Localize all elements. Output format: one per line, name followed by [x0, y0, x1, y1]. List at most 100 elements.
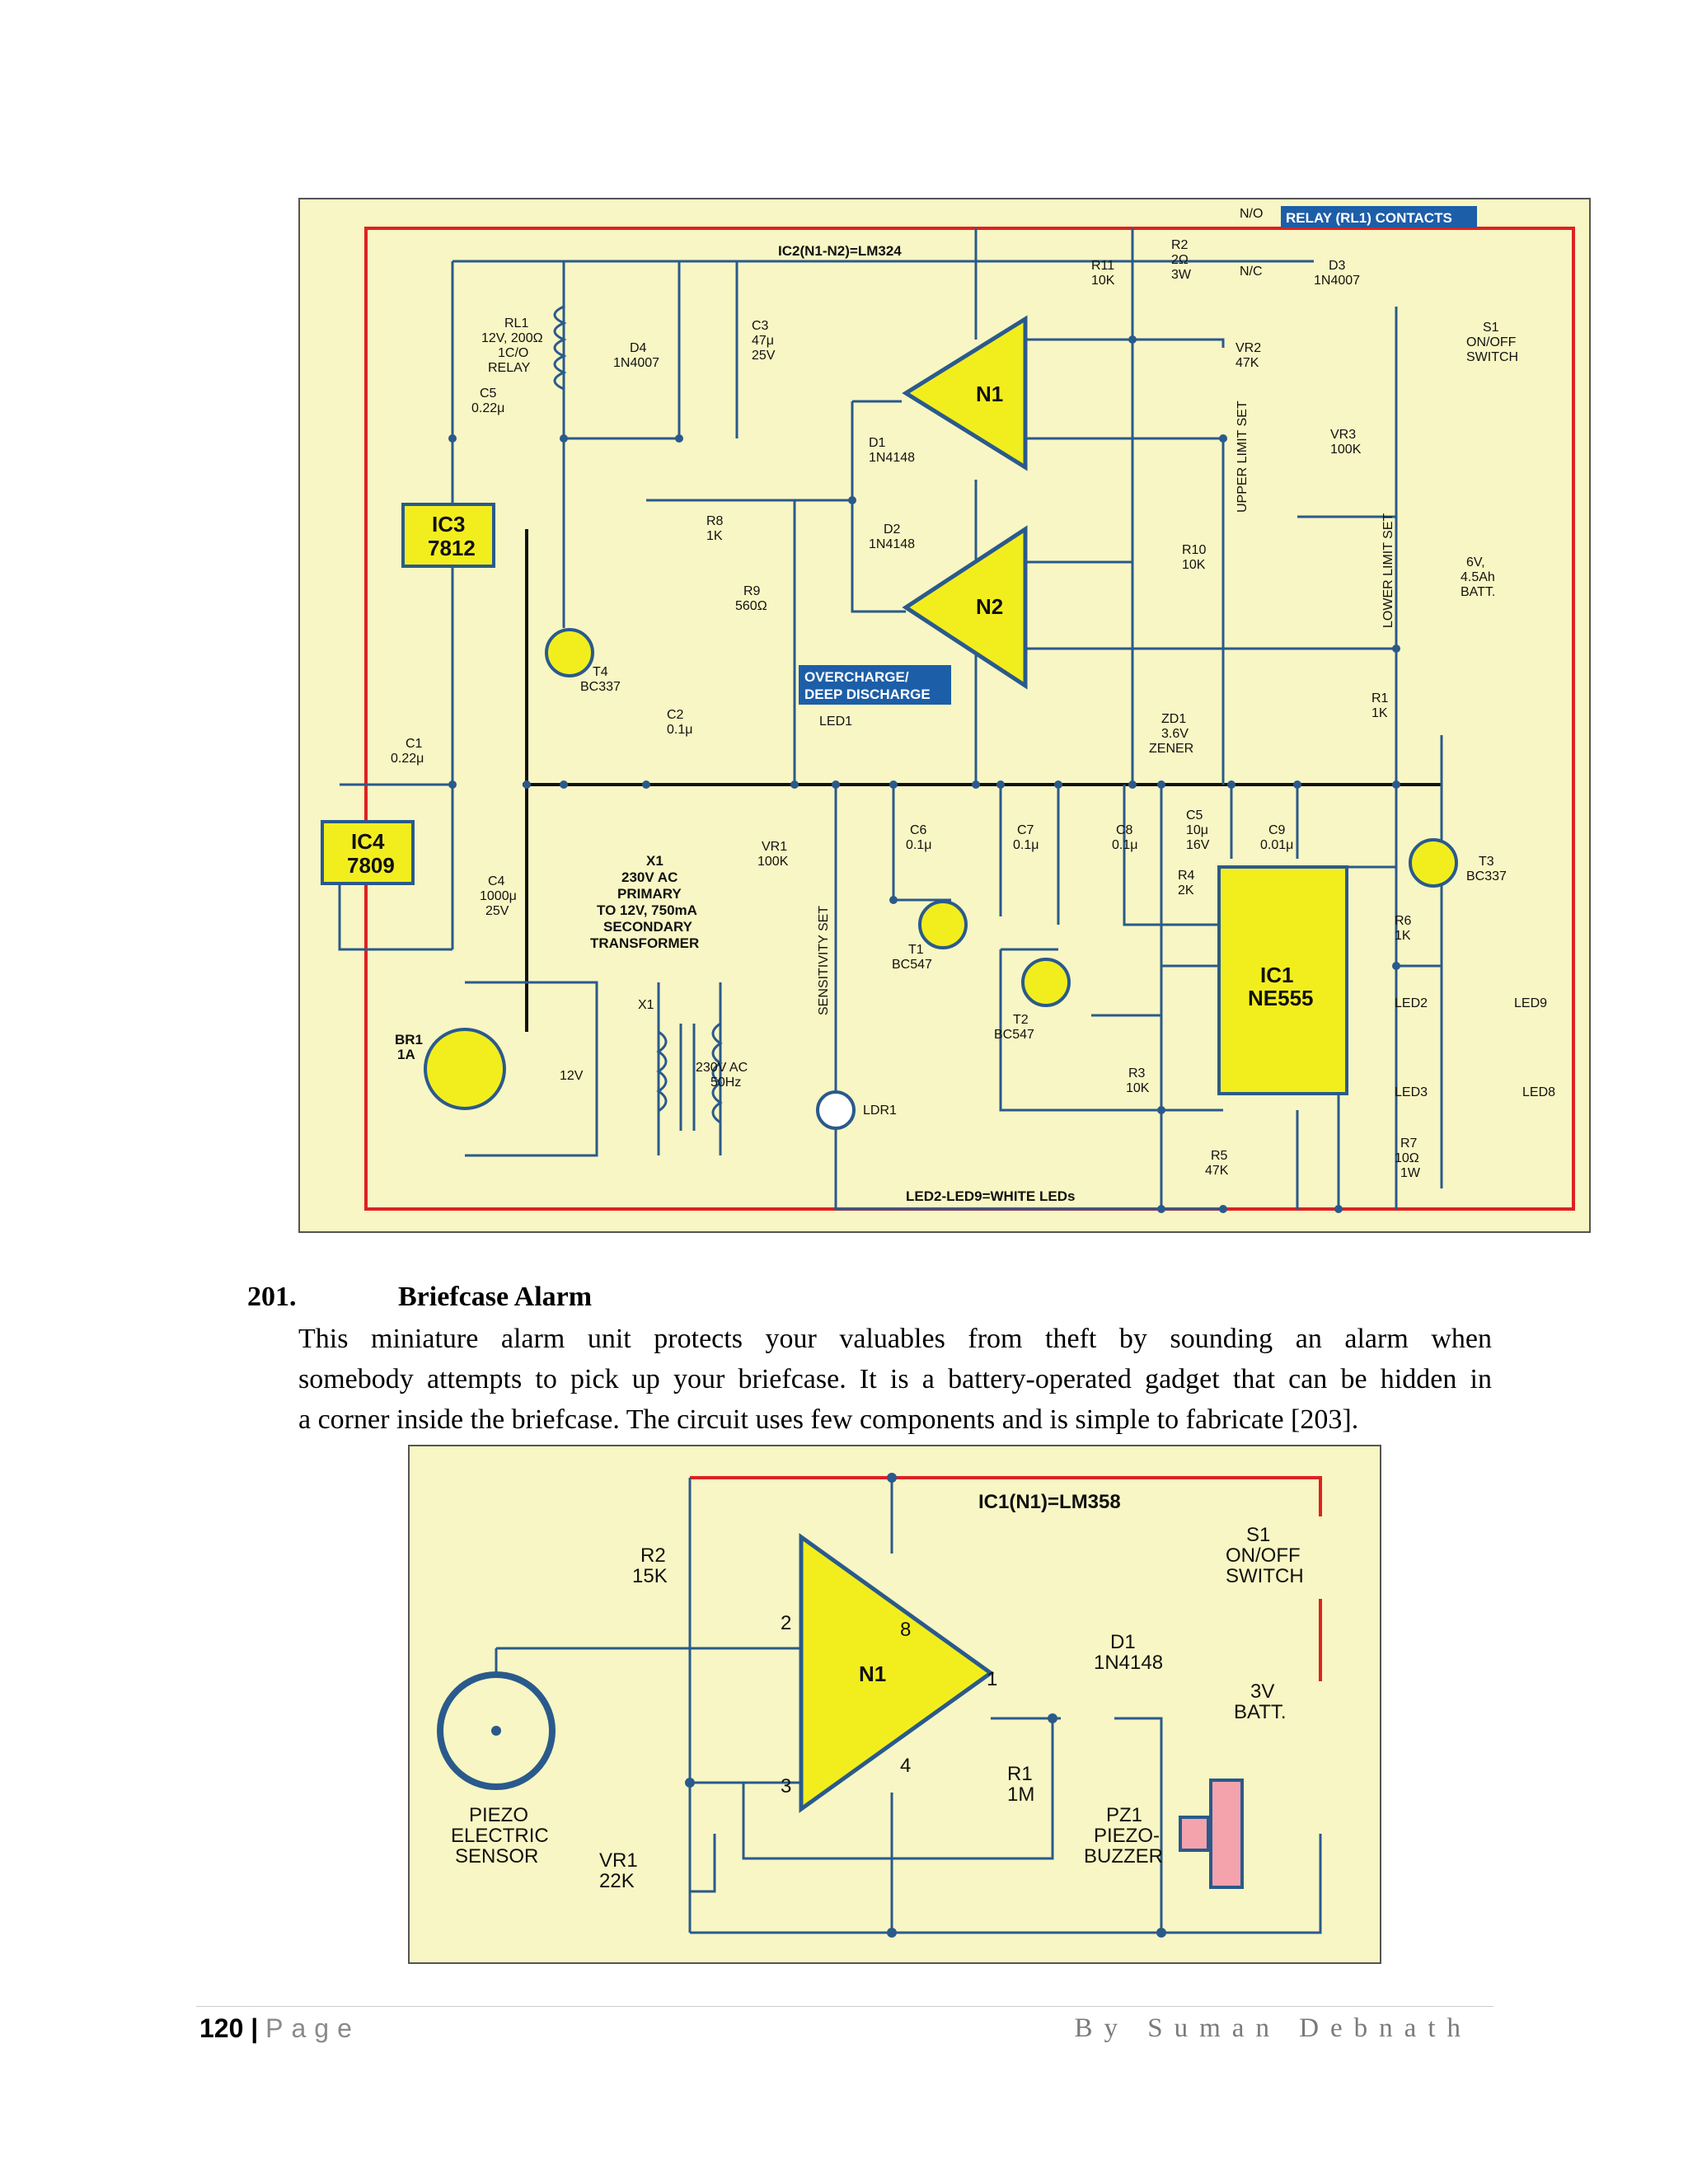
component-labels-2: IC1(N1)=LM358 R2 15K S1 ON/OFF SWITCH D1…: [451, 1491, 1304, 1892]
c5a-label: C5: [480, 387, 497, 401]
relay-contacts-text: RELAY (RL1) CONTACTS: [1286, 210, 1452, 226]
ic1-body: [1217, 865, 1348, 1095]
c8-label: C8: [1116, 823, 1133, 837]
x1-note-3: PRIMARY: [617, 886, 682, 902]
r5-label: R5: [1211, 1149, 1228, 1163]
ic3-part: 7812: [428, 536, 476, 560]
c3-value: 47μ: [752, 334, 774, 348]
footer-page-info: 120 | Page: [199, 2013, 360, 2044]
d2-label: D2: [884, 523, 901, 537]
relay-nc: N/C: [1240, 265, 1263, 279]
circuit-1-svg: N1 N2 IC3 7812 IC4 7809 IC1 NE555 RELAY …: [321, 206, 1575, 1213]
t4-part: BC337: [580, 680, 621, 694]
relay-coil: [553, 305, 567, 391]
ic2-note: IC2(N1-N2)=LM324: [778, 243, 902, 259]
r6-label: R6: [1395, 914, 1412, 928]
r2b-label: R2: [640, 1544, 666, 1567]
r4-value: 2K: [1178, 883, 1194, 898]
opamp-n1: [902, 315, 1028, 471]
buzzer-icon: [1209, 1779, 1244, 1889]
label-n2: N2: [976, 594, 1003, 619]
component-labels: IC2(N1-N2)=LM324 N/O N/C R2 2Ω 3W D3 1N4…: [391, 207, 1555, 1204]
ic4-body: [321, 820, 415, 885]
ic3-name: IC3: [432, 512, 465, 537]
opamp-n2: [902, 525, 1028, 690]
r7-value: 10Ω: [1395, 1151, 1419, 1165]
transistor-t4: [545, 628, 594, 677]
pin-2: 2: [781, 1612, 791, 1634]
led1-label: LED1: [819, 715, 852, 729]
section-paragraph: This miniature alarm unit protects your …: [298, 1319, 1492, 1440]
t4-label: T4: [593, 665, 608, 679]
rl1-relay: RELAY: [488, 361, 531, 375]
deep-discharge-text: DEEP DISCHARGE: [804, 687, 931, 702]
r2-rating: 3W: [1171, 268, 1192, 282]
led2-label: LED2: [1395, 996, 1428, 1010]
led3-label: LED3: [1395, 1085, 1428, 1099]
r8-label: R8: [706, 514, 724, 528]
r4-label: R4: [1178, 869, 1195, 883]
c4-label: C4: [488, 874, 505, 888]
sensor-center: [491, 1726, 501, 1736]
c5b-rating: 16V: [1186, 838, 1210, 852]
page-number: 120: [199, 2013, 244, 2043]
mains-volt: 230V AC: [696, 1061, 748, 1075]
ldr1-icon: [816, 1090, 856, 1130]
circuit-2-svg: N1 IC1(N1)=LM358 R2 15K S1 ON/OFF SWITCH…: [437, 1473, 1322, 1938]
d3-label: D3: [1329, 259, 1346, 273]
led8-label: LED8: [1522, 1085, 1555, 1099]
zd1-label: ZD1: [1161, 712, 1186, 726]
mains-freq: 50Hz: [710, 1076, 741, 1090]
c3-label: C3: [752, 319, 769, 333]
x1-note-2: 230V AC: [621, 869, 678, 885]
c5a-value: 0.22μ: [471, 401, 504, 415]
t2-part: BC547: [994, 1028, 1034, 1042]
section-heading: 201.Briefcase Alarm: [247, 1282, 592, 1313]
sensor-line-1: PIEZO: [469, 1804, 528, 1826]
d4-label: D4: [630, 341, 647, 355]
t1-label: T1: [908, 943, 924, 957]
sensor-line-3: SENSOR: [455, 1845, 538, 1868]
br1-value: 1A: [397, 1047, 415, 1062]
label-n1: N1: [976, 382, 1003, 406]
r3-label: R3: [1128, 1066, 1146, 1080]
pin-1: 1: [987, 1668, 997, 1690]
r10-label: R10: [1182, 543, 1206, 557]
s1b-onoff: ON/OFF: [1226, 1544, 1301, 1567]
c2-label: C2: [667, 708, 684, 722]
led9-label: LED9: [1514, 996, 1547, 1010]
relay-contacts-tag: [1281, 206, 1477, 227]
s1-switch: SWITCH: [1466, 350, 1518, 364]
footer-divider: [196, 2006, 1493, 2007]
junctions-2: [685, 1473, 1166, 1938]
x1-label: X1: [638, 998, 654, 1012]
t3-label: T3: [1479, 855, 1494, 869]
ic1-name: IC1: [1260, 963, 1293, 987]
pz1-label: PZ1: [1106, 1804, 1142, 1826]
vr1-label: VR1: [762, 840, 787, 854]
footer-separator: |: [251, 2013, 259, 2043]
section-number: 201.: [247, 1282, 297, 1312]
d1b-label: D1: [1110, 1631, 1136, 1653]
pin-3: 3: [781, 1775, 791, 1797]
c9-value: 0.01μ: [1260, 838, 1293, 852]
c6-label: C6: [910, 823, 927, 837]
t1-part: BC547: [892, 958, 932, 972]
buzzer-element: [1179, 1816, 1210, 1852]
r1b-label: R1: [1007, 1763, 1033, 1785]
d4-part: 1N4007: [613, 356, 659, 370]
paragraph-line: This miniature alarm unit protects your …: [298, 1324, 1492, 1354]
r11-label: R11: [1091, 259, 1114, 273]
batt-label-2: BATT.: [1234, 1701, 1287, 1723]
ldr1-label: LDR1: [863, 1104, 897, 1118]
ic1-part: NE555: [1248, 986, 1314, 1010]
t2-label: T2: [1013, 1013, 1029, 1027]
x1-note-5: SECONDARY: [603, 919, 693, 935]
c1-value: 0.22μ: [391, 752, 424, 766]
vr2-label: VR2: [1236, 341, 1261, 355]
positive-rail: [690, 1476, 1322, 1516]
ic4-name: IC4: [351, 829, 385, 854]
d1-part: 1N4148: [869, 451, 915, 465]
transformer-x1: [656, 1022, 723, 1131]
circuit-diagram-1: N1 N2 IC3 7812 IC4 7809 IC1 NE555 RELAY …: [298, 198, 1591, 1233]
